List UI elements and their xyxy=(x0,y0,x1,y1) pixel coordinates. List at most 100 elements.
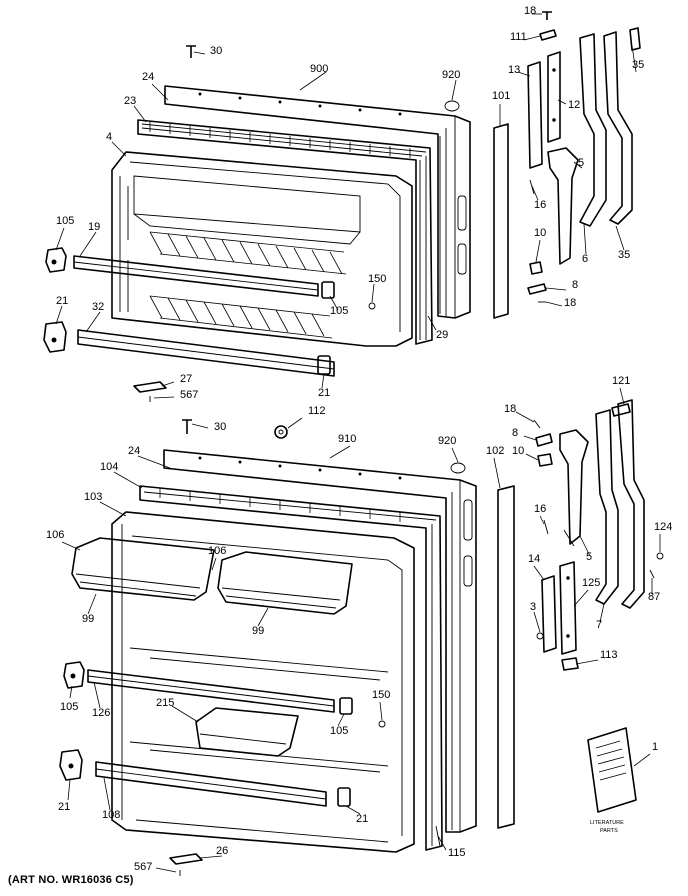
bar-12 xyxy=(547,51,561,143)
callout-12: 12 xyxy=(568,99,580,111)
literature-label-2: PARTS xyxy=(600,828,618,834)
callout-13: 13 xyxy=(508,64,520,76)
bin-215 xyxy=(195,707,299,757)
callout-126: 126 xyxy=(92,707,110,719)
block-113 xyxy=(561,657,579,671)
clip-8-top xyxy=(527,283,547,295)
callout-21-d: 21 xyxy=(356,813,368,825)
screw-30-mid xyxy=(182,419,192,434)
callout-24-top: 24 xyxy=(142,71,154,83)
callout-215: 215 xyxy=(156,697,174,709)
screw-30-top xyxy=(186,45,196,58)
callout-35-mid: 35 xyxy=(618,249,630,261)
fresh-food-bracket-21-right xyxy=(337,787,351,807)
callout-150-a: 150 xyxy=(368,273,386,285)
callout-567-low: 567 xyxy=(134,861,152,873)
callout-30-top: 30 xyxy=(210,45,222,57)
door-rack-126 xyxy=(87,669,335,713)
freezer-bracket-105-right xyxy=(321,281,335,299)
callout-32: 32 xyxy=(92,301,104,313)
callout-21-a: 21 xyxy=(56,295,68,307)
callout-99-b: 99 xyxy=(252,625,264,637)
handle-rail-6 xyxy=(579,33,607,227)
freezer-shelf-bar-32 xyxy=(77,329,335,377)
handle-rail-35 xyxy=(603,31,633,225)
callout-1: 1 xyxy=(652,741,658,753)
callout-910: 910 xyxy=(338,433,356,445)
callout-105-d: 105 xyxy=(330,725,348,737)
callout-102: 102 xyxy=(486,445,504,457)
callout-19: 19 xyxy=(88,221,100,233)
bolt-111 xyxy=(539,29,557,41)
handle-trim-101 xyxy=(493,123,509,319)
trim-13 xyxy=(527,61,543,169)
callout-121: 121 xyxy=(612,375,630,387)
callout-106-a: 106 xyxy=(46,529,64,541)
door-rack-108 xyxy=(95,761,327,807)
freezer-door-assembly xyxy=(43,45,471,439)
callout-8-low: 8 xyxy=(512,427,518,439)
freezer-gasket xyxy=(137,119,433,345)
hinge-bracket-5-top xyxy=(547,147,579,265)
freezer-handle-hardware xyxy=(493,11,641,319)
callout-111: 111 xyxy=(510,31,527,43)
callout-21-b: 21 xyxy=(318,387,330,399)
callout-115: 115 xyxy=(448,847,466,859)
callout-18-top: 18 xyxy=(524,5,536,17)
hinge-plate-26 xyxy=(169,853,203,865)
literature-parts-booklet: LITERATURE PARTS xyxy=(587,727,637,834)
callout-14: 14 xyxy=(528,553,540,565)
callout-18-low: 18 xyxy=(504,403,516,415)
callout-567-top: 567 xyxy=(180,389,198,401)
callout-106-b: 106 xyxy=(208,545,226,557)
fresh-food-bracket-21-left xyxy=(59,749,83,781)
fresh-food-gasket xyxy=(139,485,443,851)
callout-5-low: 5 xyxy=(586,551,592,563)
fresh-food-bracket-105-right xyxy=(339,697,353,715)
fresh-food-plug-920 xyxy=(450,462,466,474)
callout-27: 27 xyxy=(180,373,192,385)
callout-112: 112 xyxy=(308,405,326,417)
callout-18-mid: 18 xyxy=(564,297,576,309)
fresh-food-door-assembly xyxy=(59,449,477,876)
block-10-low xyxy=(537,453,553,467)
freezer-plug-920 xyxy=(444,100,460,112)
plug-112 xyxy=(274,425,288,439)
callout-6: 6 xyxy=(582,253,588,265)
handle-trim-102 xyxy=(497,485,515,829)
hinge-plate-27 xyxy=(133,381,167,393)
callout-29: 29 xyxy=(436,329,448,341)
freezer-bracket-21-right xyxy=(317,355,331,375)
callout-87: 87 xyxy=(648,591,660,603)
art-number: (ART NO. WR16036 C5) xyxy=(8,874,134,886)
literature-label-1: LITERATURE xyxy=(590,820,624,826)
callout-5-top: 5 xyxy=(578,157,584,169)
callout-108: 108 xyxy=(102,809,120,821)
clip-8-low xyxy=(535,433,553,447)
callout-10-top: 10 xyxy=(534,227,546,239)
screw-18-low xyxy=(533,419,541,429)
callout-4: 4 xyxy=(106,131,112,143)
bar-125 xyxy=(559,561,577,655)
callout-104: 104 xyxy=(100,461,118,473)
callout-21-c: 21 xyxy=(58,801,70,813)
callout-103: 103 xyxy=(84,491,102,503)
trim-14 xyxy=(541,575,557,653)
screw-18-top xyxy=(542,11,552,20)
callout-26: 26 xyxy=(216,845,228,857)
hinge-bracket-5-low xyxy=(559,429,589,545)
freezer-shelf-bar-19 xyxy=(73,255,319,297)
handle-rail-7 xyxy=(595,409,619,605)
callout-124: 124 xyxy=(654,521,672,533)
callout-101: 101 xyxy=(492,90,510,102)
callout-3: 3 xyxy=(530,601,536,613)
callout-7: 7 xyxy=(596,619,602,631)
callout-105-a: 105 xyxy=(56,215,74,227)
callout-105-c: 105 xyxy=(60,701,78,713)
handle-rail-121 xyxy=(617,399,645,609)
callout-30-mid: 30 xyxy=(214,421,226,433)
freezer-bracket-21-left xyxy=(43,321,67,353)
callout-23: 23 xyxy=(124,95,136,107)
